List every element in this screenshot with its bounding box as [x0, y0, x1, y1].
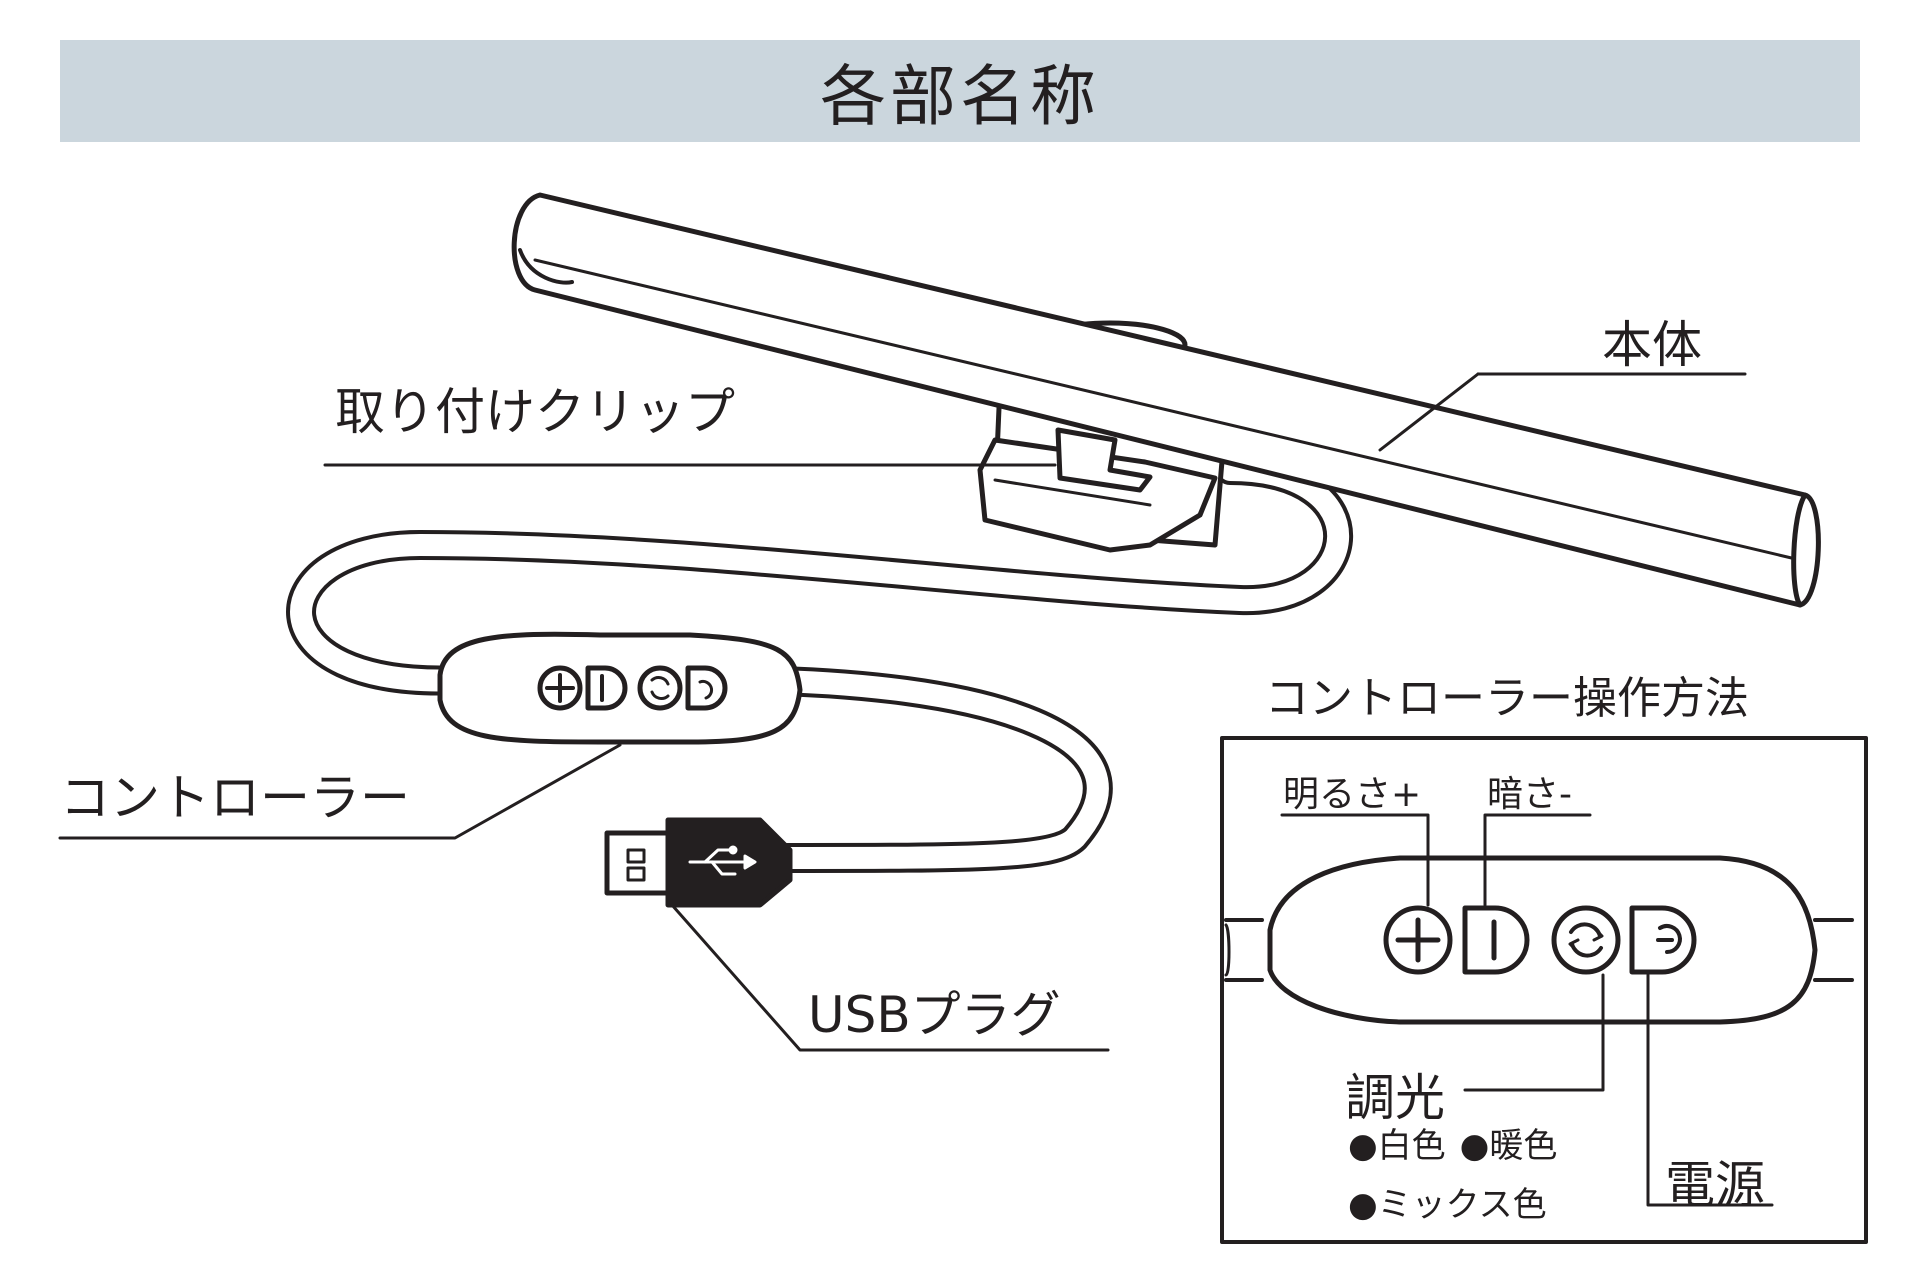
label-brightness-down: 暗さ-	[1487, 774, 1572, 815]
mode-white: 白色	[1348, 1118, 1446, 1167]
dimming-modes-row-1: 白色 暖色	[1348, 1118, 1558, 1167]
controller-panel-frame	[1220, 736, 1868, 1244]
dimming-modes-row-2: ミックス色	[1348, 1177, 1547, 1226]
plus-icon	[1383, 905, 1453, 975]
cycle-icon	[1551, 905, 1621, 975]
title-banner: 各部名称	[60, 40, 1860, 142]
label-power: 電源	[1665, 1156, 1765, 1214]
label-brightness-up: 明るさ+	[1283, 774, 1422, 815]
mode-warm: 暖色	[1460, 1118, 1557, 1167]
usb-symbol-icon	[688, 845, 757, 876]
controller-small	[437, 631, 803, 745]
panel-leader-lines	[1280, 813, 1774, 1207]
power-icon	[1629, 905, 1697, 975]
minus-icon	[1462, 905, 1530, 975]
cable	[286, 455, 1353, 873]
usb-plug-drawing	[604, 817, 793, 908]
leader-lines	[58, 372, 1747, 1052]
label-clip: 取り付けクリップ	[335, 383, 735, 441]
controller-panel-heading: コントローラー操作方法	[1265, 673, 1749, 724]
light-bar	[511, 192, 1821, 608]
label-controller: コントローラー	[60, 769, 410, 827]
label-usb-plug: USBプラグ	[808, 986, 1061, 1044]
mode-mixed: ミックス色	[1348, 1177, 1547, 1226]
controller-large	[1224, 855, 1854, 1025]
label-body: 本体	[1602, 316, 1702, 374]
page-title: 各部名称	[820, 58, 1100, 135]
